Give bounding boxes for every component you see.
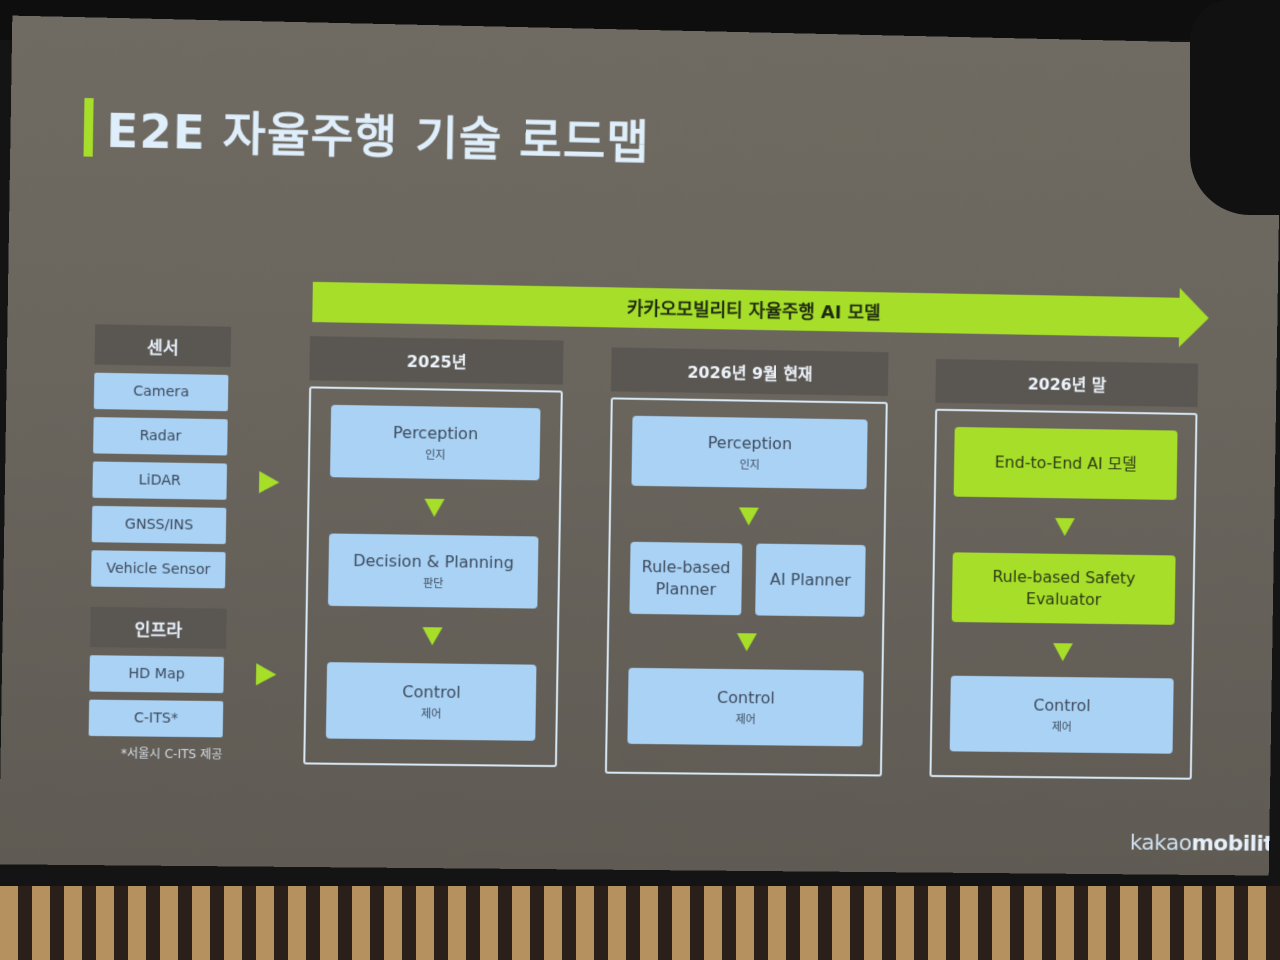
input-arrow-icon [258,471,280,494]
flow-arrow-icon [738,507,759,526]
stage-box-perception: Perception 인지 [631,415,868,490]
stage-box-label: End-to-End AI 모델 [994,452,1137,474]
sensor-item: GNSS/INS [91,505,227,545]
stage-box-label: Rule-based Planner [641,556,731,599]
stage-box-end-to-end-ai: End-to-End AI 모델 [953,426,1178,500]
input-arrow-icon [255,663,277,686]
stage-box-control: Control 제어 [949,675,1174,754]
wooden-slat-wall [0,886,1280,960]
sensor-item: LiDAR [92,461,228,500]
brand-logo-bold: mobility [1191,831,1280,857]
slide-title: E2E 자율주행 기술 로드맵 [105,103,651,170]
sensor-item: Camera [93,372,229,412]
sensor-item: Vehicle Sensor [90,550,226,589]
infra-item: C-ITS* [88,699,224,738]
timeline-arrow-head [1178,287,1210,348]
stage-box-safety-evaluator: Rule-based Safety Evaluator [951,552,1176,625]
stage-box-sublabel: 제어 [735,713,756,727]
stage-box-sublabel: 인지 [424,448,446,462]
stage-box-sublabel: 인지 [739,458,760,472]
column-heading-2026-sep: 2026년 9월 현재 [610,347,889,397]
infra-heading: 인프라 [90,606,227,649]
stage-box-sublabel: 제어 [1051,720,1072,734]
stage-box-sublabel: 제어 [420,707,442,721]
flow-arrow-icon [1054,518,1075,537]
stage-box-decision-planning: Decision & Planning 판단 [327,533,539,609]
stage-box-label: AI Planner [769,569,852,590]
stage-box-label: Rule-based Safety Evaluator [992,566,1136,610]
flow-arrow-icon [422,627,443,646]
stage-box-label: Decision & Planning [352,550,514,573]
column-heading-2025: 2025년 [309,336,564,385]
stage-box-label: Perception [392,422,479,444]
stage-box-perception: Perception 인지 [330,404,541,481]
stage-box-rule-based-planner: Rule-based Planner [629,541,743,616]
brand-logo-light: kakao [1129,830,1192,857]
timeline-arrow: 카카오모빌리티 자율주행 AI 모델 [312,281,1190,338]
stage-box-label: Perception [707,432,793,454]
stage-box-label: Control [1033,695,1091,716]
column-heading-2026-end: 2026년 말 [935,358,1199,408]
stage-box-label: Control [402,682,461,702]
flow-arrow-icon [1052,643,1073,662]
presentation-slide: E2E 자율주행 기술 로드맵 카카오모빌리티 자율주행 AI 모델 센서 Ca… [0,15,1280,876]
foreground-camera-silhouette [1190,0,1280,215]
timeline-arrow-label: 카카오모빌리티 자율주행 AI 모델 [626,298,881,325]
stage-box-sublabel: 판단 [422,576,444,591]
stage-box-control: Control 제어 [325,662,537,741]
flow-arrow-icon [424,498,445,518]
stage-box-control: Control 제어 [627,667,864,747]
infra-footnote: *서울시 C-ITS 제공 [120,746,223,762]
sensor-item: Radar [93,417,228,456]
sensor-heading: 센서 [94,324,232,367]
title-accent-bar [83,97,94,157]
flow-arrow-icon [736,633,757,652]
stage-box-label: Control [716,687,775,708]
stage-box-ai-planner: AI Planner [755,543,866,617]
brand-logo: kakaomobility [1130,831,1280,857]
infra-item: HD Map [89,655,224,694]
